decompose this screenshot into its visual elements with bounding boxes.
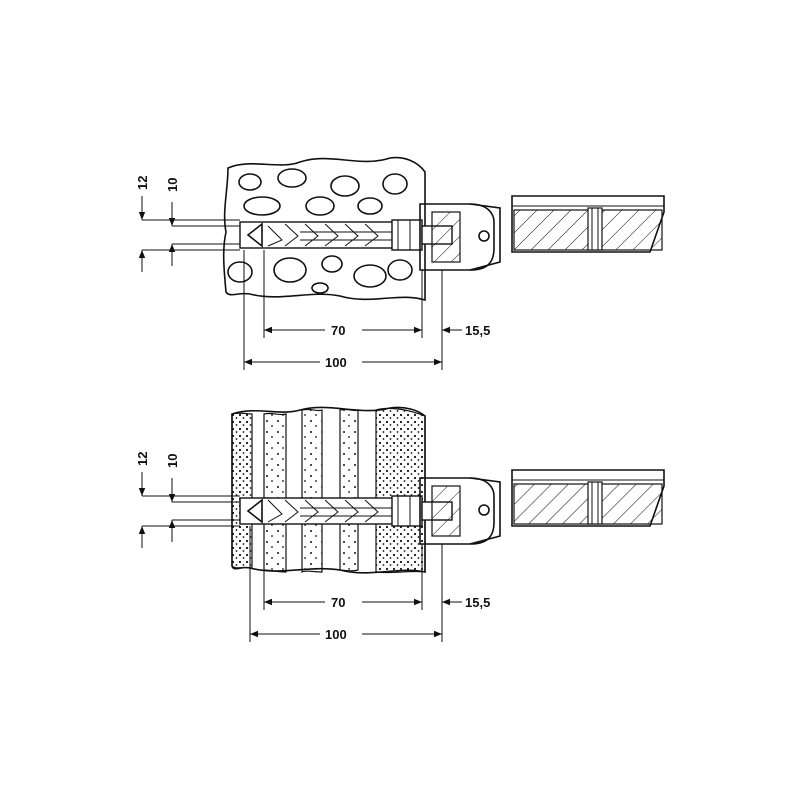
mounting-bracket-top: [419, 203, 501, 271]
shelf-arm-top: [511, 195, 665, 253]
shelf-arm-bottom: [511, 469, 665, 527]
wall-cellular: [231, 406, 426, 574]
diagram-bottom: 12 10 70 15,5 100: [135, 406, 665, 642]
dim-label-12: 12: [135, 176, 150, 190]
dim-label-100: 100: [325, 355, 347, 370]
anchor-plug-bottom: [239, 495, 453, 527]
mounting-bracket-bottom: [419, 477, 501, 545]
diagram-top: 12 10 70 15,5 100: [135, 156, 665, 370]
dimensions-top: 12 10 70 15,5 100: [135, 176, 490, 370]
dim-label-15-5: 15,5: [465, 323, 490, 338]
dim-label-10: 10: [165, 178, 180, 192]
dim-label-12: 12: [135, 452, 150, 466]
dim-label-70: 70: [331, 323, 345, 338]
dim-label-10: 10: [165, 454, 180, 468]
dim-label-100: 100: [325, 627, 347, 642]
wall-perforated-brick: [222, 156, 426, 302]
dim-label-70: 70: [331, 595, 345, 610]
dimensions-bottom: 12 10 70 15,5 100: [135, 452, 490, 642]
dim-label-15-5: 15,5: [465, 595, 490, 610]
